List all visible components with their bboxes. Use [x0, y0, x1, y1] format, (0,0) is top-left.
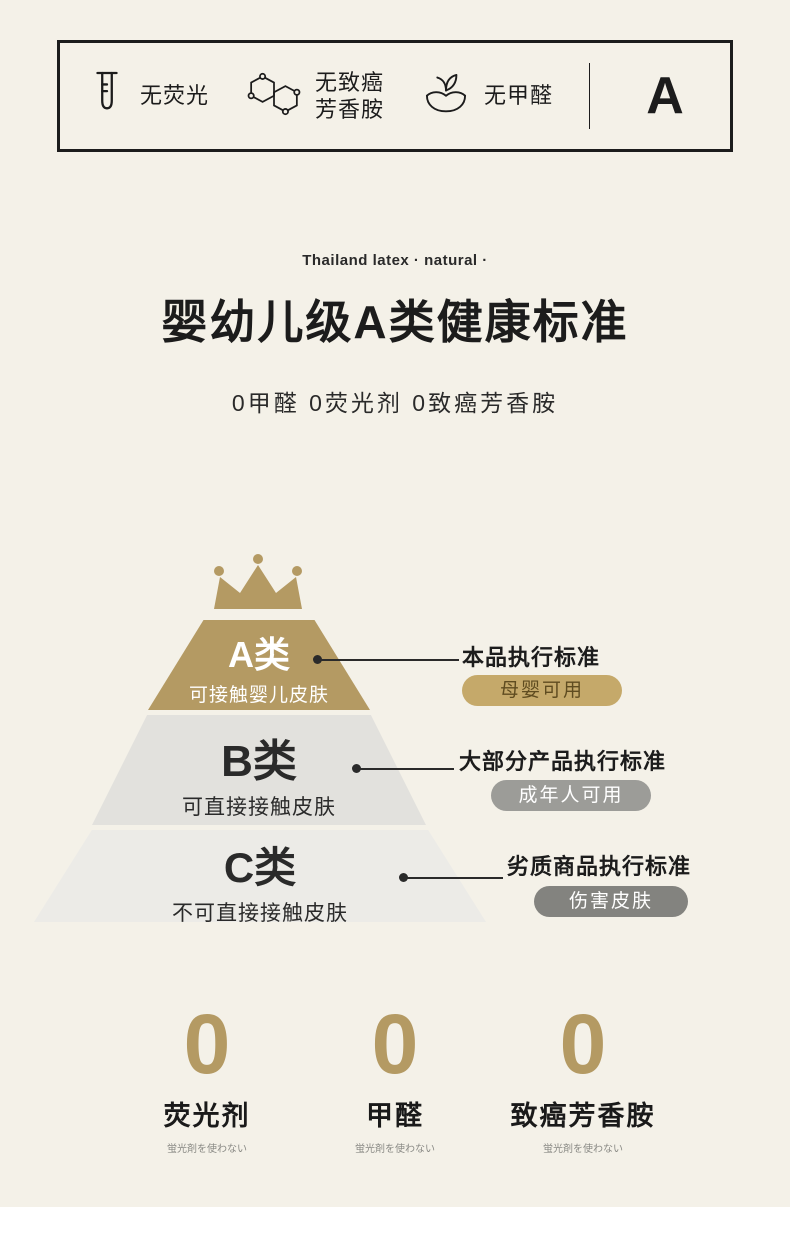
tier-c-grade: C类 — [223, 844, 297, 891]
feature-no-aromatic-amine: 无致癌 芳香胺 — [245, 69, 384, 124]
annotation-line-c — [403, 877, 503, 879]
footer-strip — [0, 1207, 790, 1235]
zero-label: 致癌芳香胺 — [510, 1101, 656, 1131]
feature-label-no-formaldehyde: 无甲醛 — [484, 83, 554, 109]
feature-no-fluorescence: 无荧光 — [86, 69, 209, 124]
pyramid-tier-c: C类 不可直接接触皮肤 — [34, 830, 486, 922]
annotation-line-a — [317, 659, 459, 661]
page-title: 婴幼儿级A类健康标准 — [161, 296, 629, 348]
feature-label-no-fluorescence: 无荧光 — [140, 83, 210, 109]
badge-mother-baby: 母婴可用 — [462, 675, 622, 706]
feature-no-formaldehyde: 无甲醛 — [420, 71, 553, 122]
zero-claim-fluorescent: 0 荧光剂 蛍光剤を使わない — [113, 1002, 301, 1155]
zero-number: 0 — [559, 997, 607, 1091]
tier-c-desc: 不可直接接触皮肤 — [172, 902, 348, 925]
annotation-note-a: 本品执行标准 — [462, 645, 601, 670]
grade-letter-a: A — [646, 67, 684, 125]
tier-a-desc: 可接触婴儿皮肤 — [188, 685, 329, 706]
zero-label: 荧光剂 — [163, 1101, 251, 1131]
crown-icon — [202, 551, 314, 615]
vertical-divider — [589, 63, 590, 129]
annotation-line-b — [356, 768, 454, 770]
no-harm-banner: 无荧光 无致癌 芳香胺 — [57, 40, 733, 152]
zero-number: 0 — [371, 997, 419, 1091]
zero-number: 0 — [183, 997, 231, 1091]
annotation-note-b: 大部分产品执行标准 — [459, 749, 667, 774]
badge-harm-skin: 伤害皮肤 — [534, 886, 688, 917]
test-tube-icon — [86, 69, 128, 124]
zero-subtext: 蛍光剤を使わない — [543, 1144, 623, 1155]
zero-claims-row: 0 荧光剂 蛍光剤を使わない 0 甲醛 蛍光剤を使わない 0 致癌芳香胺 蛍光剤… — [0, 1002, 790, 1155]
feature-label-no-aromatic-amine: 无致癌 芳香胺 — [315, 69, 385, 123]
annotation-note-c: 劣质商品执行标准 — [507, 854, 692, 879]
pyramid-tier-a: A类 可接触婴儿皮肤 — [148, 620, 370, 710]
hands-leaf-icon — [420, 71, 472, 122]
eyebrow-text: Thailand latex · natural · — [302, 252, 488, 269]
badge-adult: 成年人可用 — [491, 780, 651, 811]
zero-claim-aromatic-amine: 0 致癌芳香胺 蛍光剤を使わない — [489, 1002, 677, 1155]
zero-subtext: 蛍光剤を使わない — [355, 1144, 435, 1155]
tier-a-grade: A类 — [228, 634, 290, 675]
tier-b-desc: 可直接接触皮肤 — [182, 796, 336, 819]
zero-label: 甲醛 — [366, 1101, 424, 1131]
zero-claim-formaldehyde: 0 甲醛 蛍光剤を使わない — [301, 1002, 489, 1155]
page-subtitle: 0甲醛 0荧光剂 0致癌芳香胺 — [231, 390, 559, 416]
zero-subtext: 蛍光剤を使わない — [167, 1144, 247, 1155]
molecule-icon — [245, 71, 303, 122]
pyramid-tier-b: B类 可直接接触皮肤 — [92, 715, 426, 825]
tier-b-grade: B类 — [221, 737, 297, 786]
